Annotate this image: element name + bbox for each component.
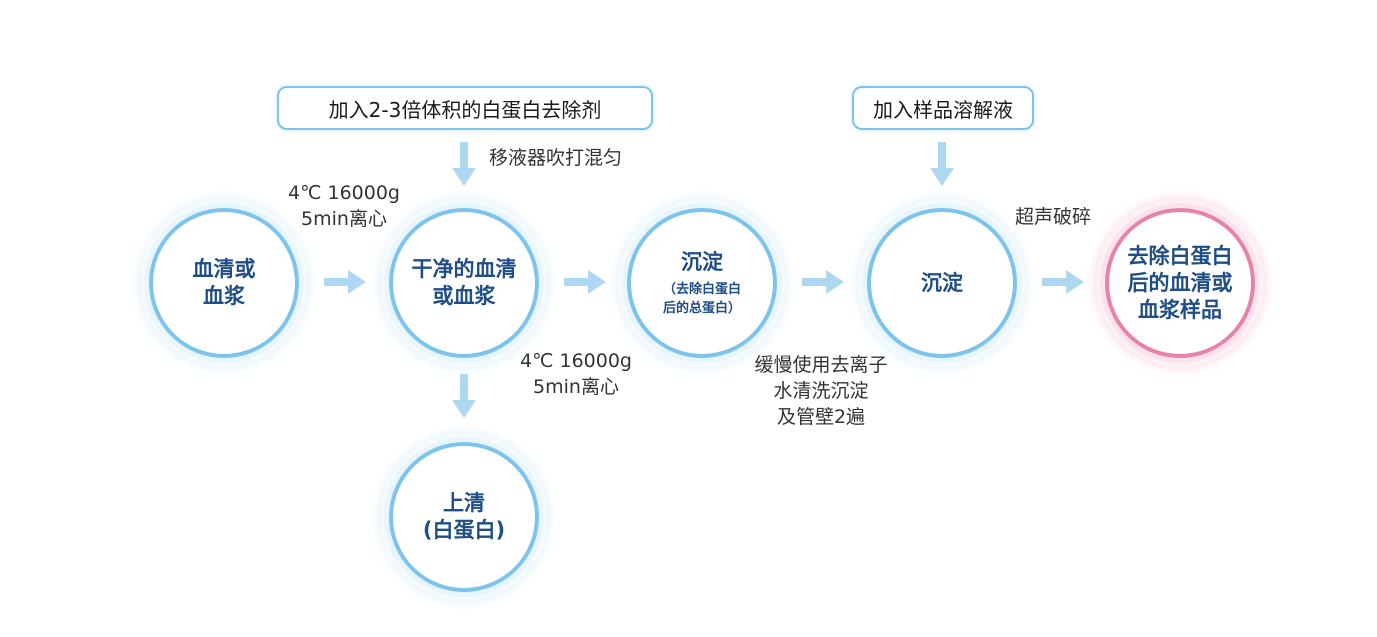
spin-label-1-line1: 4℃ 16000g [288, 182, 400, 204]
arrow-precip-to-precip2 [802, 270, 844, 294]
final-node-line1: 去除白蛋白 [1127, 243, 1233, 268]
dissolve-solution-box: 加入样品溶解液 [852, 86, 1034, 130]
arrow-clean-to-supernatant [452, 374, 476, 418]
dissolve-solution-label: 加入样品溶解液 [873, 97, 1013, 122]
supernatant-node-line1: 上清 [443, 491, 485, 515]
sonicate-label: 超声破碎 [1015, 206, 1092, 228]
precip2-node-main: 沉淀 [921, 270, 963, 295]
wash-label: 缓慢使用去离子 水清洗沉淀 及管壁2遍 [738, 352, 904, 430]
clean-node-line2: 或血浆 [432, 284, 496, 308]
final-sample-node: 去除白蛋白 后的血清或 血浆样品 [1105, 208, 1255, 358]
supernatant-node: 上清 (白蛋白) [389, 442, 539, 592]
arrow-dissolve-down [930, 142, 954, 186]
wash-label-line3: 及管壁2遍 [776, 406, 866, 428]
clean-serum-node: 干净的血清 或血浆 [389, 208, 539, 358]
spin-label-2: 4℃ 16000g 5min离心 [496, 348, 656, 400]
spin-label-1: 4℃ 16000g 5min离心 [264, 180, 424, 232]
precipitate-node-2: 沉淀 [867, 208, 1017, 358]
serum-node-line1: 血清或 [192, 257, 256, 281]
wash-label-line1: 缓慢使用去离子 [754, 354, 888, 376]
precip1-node-sub: （去除白蛋白 后的总蛋白） [663, 280, 741, 318]
serum-node-line2: 血浆 [203, 284, 245, 308]
final-node-line2: 后的血清或 [1127, 270, 1233, 295]
spin-label-2-line2: 5min离心 [533, 376, 619, 398]
final-node-line3: 血浆样品 [1138, 297, 1222, 322]
spin-label-2-line1: 4℃ 16000g [520, 350, 632, 372]
precip1-node-sub-line2: 后的总蛋白） [662, 300, 741, 316]
serum-plasma-node: 血清或 血浆 [149, 208, 299, 358]
precip1-node-main: 沉淀 [681, 249, 723, 274]
arrow-serum-to-clean [324, 270, 366, 294]
arrow-precip2-to-final [1042, 270, 1084, 294]
mix-label: 移液器吹打混匀 [489, 147, 623, 169]
arrow-remover-down [452, 142, 476, 186]
albumin-remover-label: 加入2-3倍体积的白蛋白去除剂 [328, 97, 602, 122]
albumin-remover-box: 加入2-3倍体积的白蛋白去除剂 [277, 86, 653, 130]
precipitate-node-1: 沉淀 （去除白蛋白 后的总蛋白） [627, 208, 777, 358]
clean-node-line1: 干净的血清 [411, 257, 517, 281]
spin-label-1-line2: 5min离心 [301, 208, 387, 230]
supernatant-node-line2: (白蛋白) [422, 518, 506, 542]
arrow-clean-to-precip [564, 270, 606, 294]
precip1-node-sub-line1: （去除白蛋白 [662, 281, 741, 297]
wash-label-line2: 水清洗沉淀 [773, 380, 869, 402]
